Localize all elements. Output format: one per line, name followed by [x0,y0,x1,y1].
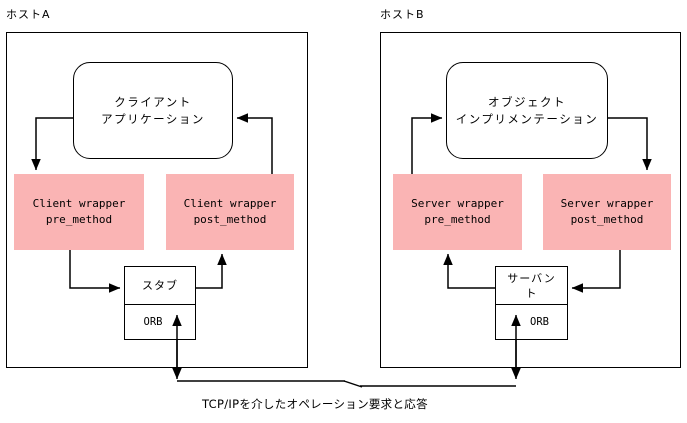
network-caption: TCP/IPを介したオペレーション要求と応答 [202,397,428,411]
orb-label-b: ORB [530,315,549,328]
servant-cell: サーバン ト [496,267,567,305]
server-wrapper-pre-line2: pre_method [424,213,491,226]
server-wrapper-pre-box: Server wrapper pre_method [393,174,522,250]
client-application-box: クライアント アプリケーション [73,62,233,159]
stub-cell: スタブ [125,267,195,305]
client-wrapper-post-box: Client wrapper post_method [166,174,294,250]
server-wrapper-post-line1: Server wrapper [560,197,654,210]
client-wrapper-post-line2: post_method [193,213,267,226]
client-wrapper-pre-box: Client wrapper pre_method [14,174,144,250]
servant-orb-box: サーバン ト ORB [495,266,568,340]
host-b-label: ホストB [380,8,425,21]
server-wrapper-pre-line1: Server wrapper [411,197,504,210]
client-application-line1: クライアント [114,94,192,109]
client-wrapper-pre-line2: pre_method [45,213,113,226]
host-a-label: ホストA [6,8,51,21]
server-wrapper-post-box: Server wrapper post_method [543,174,671,250]
client-wrapper-post-line1: Client wrapper [183,197,277,210]
server-wrapper-post-line2: post_method [570,213,644,226]
orb-label-a: ORB [143,315,163,328]
stub-orb-box: スタブ ORB [124,266,196,340]
object-implementation-box: オブジェクト インプリメンテーション [446,62,608,159]
client-application-line2: アプリケーション [101,111,205,126]
stub-label: スタブ [142,279,178,292]
client-wrapper-pre-line1: Client wrapper [32,197,126,210]
servant-label-line2: ト [525,286,538,300]
servant-label-line1: サーバン [507,271,556,285]
orb-cell-b: ORB [496,305,567,339]
orb-cell-a: ORB [125,305,195,339]
network-break-symbol [343,380,363,388]
object-implementation-line2: インプリメンテーション [455,111,599,126]
object-implementation-line1: オブジェクト [488,94,566,109]
